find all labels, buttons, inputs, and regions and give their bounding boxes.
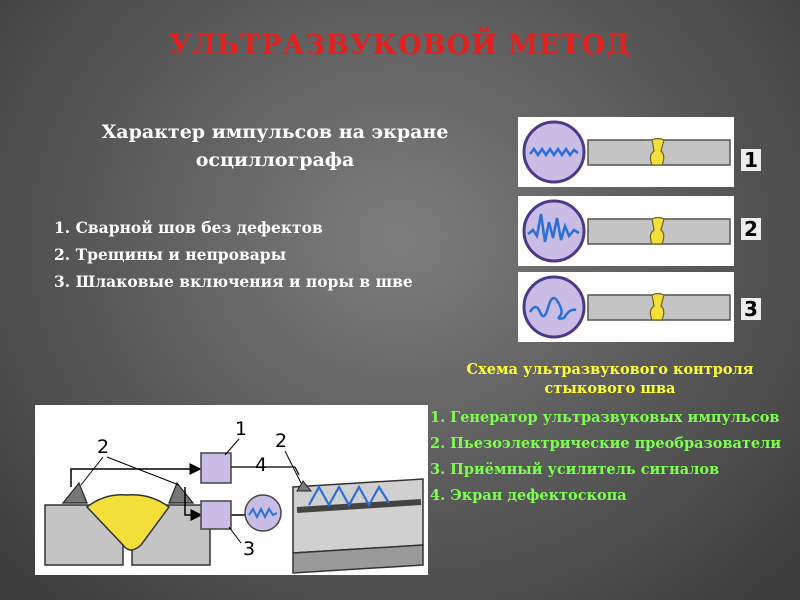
pulse-diagram-2 bbox=[522, 199, 731, 263]
generator-block bbox=[200, 452, 232, 484]
pulse-panel-2 bbox=[518, 196, 734, 266]
pulse-panel-1 bbox=[518, 117, 734, 187]
panel-number-1: 1 bbox=[741, 149, 761, 171]
scheme-label-generator: 1 bbox=[235, 418, 247, 440]
pulse-diagram-3 bbox=[522, 275, 731, 339]
scheme-label-amplifier: 3 bbox=[243, 538, 255, 560]
ultrasonic-scheme-diagram: 2 1 4 2 3 bbox=[44, 418, 424, 574]
pulse-panel-3 bbox=[518, 272, 734, 342]
pulse-diagram-1 bbox=[522, 120, 731, 184]
ultrasonic-scheme: 2 1 4 2 3 bbox=[35, 405, 428, 575]
legend-item-4: 4. Экран дефектоскопа bbox=[430, 487, 627, 504]
scheme-label-transducer-right: 2 bbox=[275, 430, 287, 452]
defect-item-2: 2. Трещины и непровары bbox=[54, 245, 287, 264]
panel-number-3: 3 bbox=[741, 298, 761, 320]
legend-item-3: 3. Приёмный усилитель сигналов bbox=[430, 461, 720, 478]
legend-item-1: 1. Генератор ультразвуковых импульсов bbox=[430, 409, 780, 426]
defect-list: 1. Сварной шов без дефектов 2. Трещины и… bbox=[54, 214, 413, 295]
defect-item-1: 1. Сварной шов без дефектов bbox=[54, 218, 323, 237]
scheme-legend: 1. Генератор ультразвуковых импульсов 2.… bbox=[430, 408, 790, 512]
amplifier-block bbox=[200, 500, 232, 530]
defect-item-3: 3. Шлаковые включения и поры в шве bbox=[54, 272, 413, 291]
legend-item-2: 2. Пьезоэлектрические преобразователи bbox=[430, 435, 782, 452]
panel-number-2: 2 bbox=[741, 218, 761, 240]
oscilloscope-subtitle: Характер импульсов на экране осциллограф… bbox=[101, 121, 449, 171]
scheme-label-screen: 4 bbox=[255, 454, 267, 476]
scheme-caption: Схема ультразвукового контроля стыкового… bbox=[466, 361, 754, 397]
page-title: УЛЬТРАЗВУКОВОЙ МЕТОД bbox=[168, 30, 632, 61]
scheme-label-transducer-left: 2 bbox=[97, 436, 109, 458]
